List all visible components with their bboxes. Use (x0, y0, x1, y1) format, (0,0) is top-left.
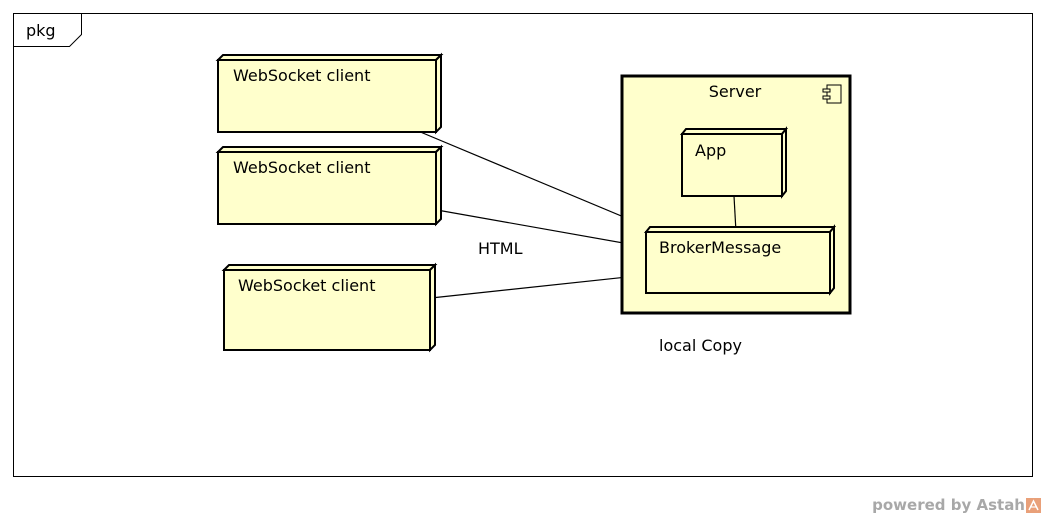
server-label: Server (709, 82, 762, 101)
watermark-text: powered by Astah (872, 496, 1025, 514)
broker-message-label: BrokerMessage (659, 238, 781, 257)
component-icon (822, 84, 842, 104)
html-annotation: HTML (478, 239, 523, 258)
package-frame-tab (13, 13, 82, 47)
package-frame (13, 13, 1033, 477)
websocket-client-node-1[interactable]: WebSocket client (215, 52, 444, 135)
websocket-client-node-3[interactable]: WebSocket client (221, 262, 438, 353)
astah-logo-icon (1026, 497, 1041, 513)
websocket-client-node-2[interactable]: WebSocket client (215, 144, 444, 227)
connector-client2-broker (436, 209, 647, 248)
websocket-client-label-2: WebSocket client (233, 158, 370, 177)
websocket-client-label-3: WebSocket client (238, 276, 375, 295)
websocket-client-label-1: WebSocket client (233, 66, 370, 85)
astah-watermark: powered by Astah (872, 496, 1041, 514)
app-label: App (695, 141, 726, 160)
local-copy-annotation: local Copy (659, 336, 742, 355)
connector-client3-broker (430, 274, 647, 299)
app-node[interactable]: App (679, 126, 789, 199)
broker-message-node[interactable]: BrokerMessage (643, 224, 837, 296)
package-frame-label: pkg (26, 21, 56, 40)
connector-client1-broker (417, 130, 651, 229)
